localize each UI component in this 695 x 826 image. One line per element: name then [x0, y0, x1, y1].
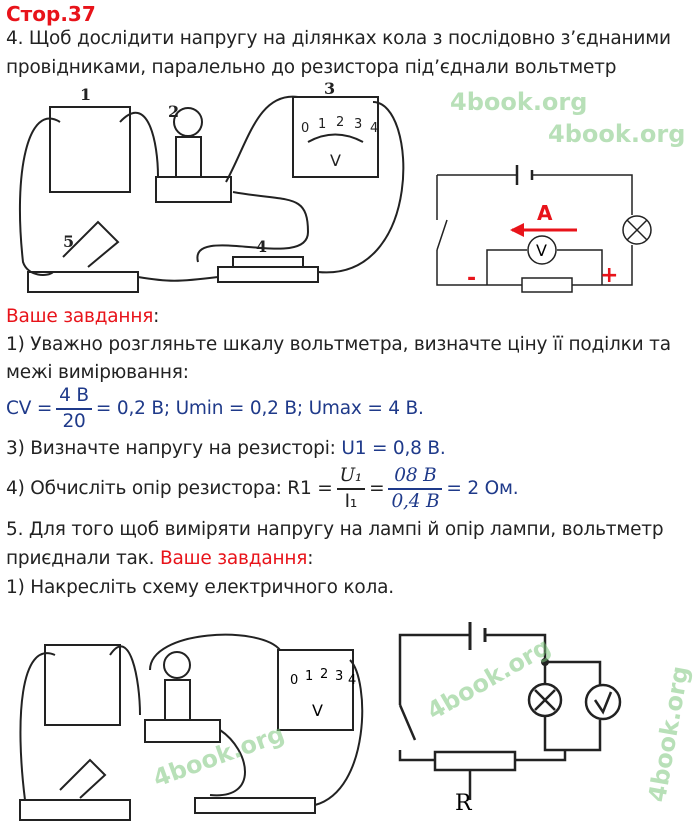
label-1: 1 — [80, 85, 91, 104]
scale-tick-label: 1 — [305, 669, 313, 684]
task5-item1: 1) Накресліть схему електричного кола. — [6, 577, 394, 598]
item3: 3) Визначте напругу на резисторі: U1 = 0… — [6, 438, 446, 459]
voltmeter-symbol: V — [536, 241, 547, 260]
scale-tick-label: 4 — [348, 673, 356, 688]
scale-tick-label: 2 — [320, 667, 328, 682]
watermark: 4book.org — [642, 663, 695, 805]
scale-tick-label: 0 — [290, 673, 298, 688]
page-title: Стор.37 — [6, 2, 96, 26]
plus-sign: + — [600, 263, 618, 288]
scale-tick-label: 3 — [335, 669, 343, 684]
voltmeter-symbol: V — [312, 701, 323, 720]
label-5: 5 — [63, 232, 74, 251]
current-label: A — [537, 201, 553, 225]
item1-line1: 1) Уважно розгляньте шкалу вольтметра, в… — [6, 334, 671, 355]
label-3: 3 — [324, 82, 335, 98]
label-4: 4 — [256, 237, 267, 256]
watermark: 4book.org — [450, 88, 588, 116]
task4-line1: 4. Щоб дослідити напругу на ділянках кол… — [6, 28, 671, 49]
task5-line1: 5. Для того щоб виміряти напругу на ламп… — [6, 519, 664, 540]
hand-drawn-schematic: R — [398, 622, 622, 816]
scale-tick-label: 4 — [370, 121, 378, 136]
item1-line2: межі вимірювання: — [6, 362, 189, 383]
minus-sign: - — [467, 266, 476, 291]
label-2: 2 — [168, 102, 179, 121]
resistor-label: R — [455, 791, 473, 816]
your-task-heading: Ваше завдання: — [6, 306, 160, 327]
scale-tick-label: 2 — [336, 115, 344, 130]
scale-tick-label: 1 — [318, 117, 326, 132]
watermark: 4book.org — [548, 120, 686, 148]
scale-tick-label: 0 — [301, 121, 309, 136]
circuit-schematic: A V - + — [436, 165, 652, 293]
scale-tick-label: 3 — [354, 117, 362, 132]
task5-line2: приєднали так. Ваше завдання: — [6, 548, 314, 569]
task4-line2: провідниками, паралельно до резистора пі… — [6, 57, 617, 78]
voltmeter-symbol: V — [330, 151, 341, 170]
